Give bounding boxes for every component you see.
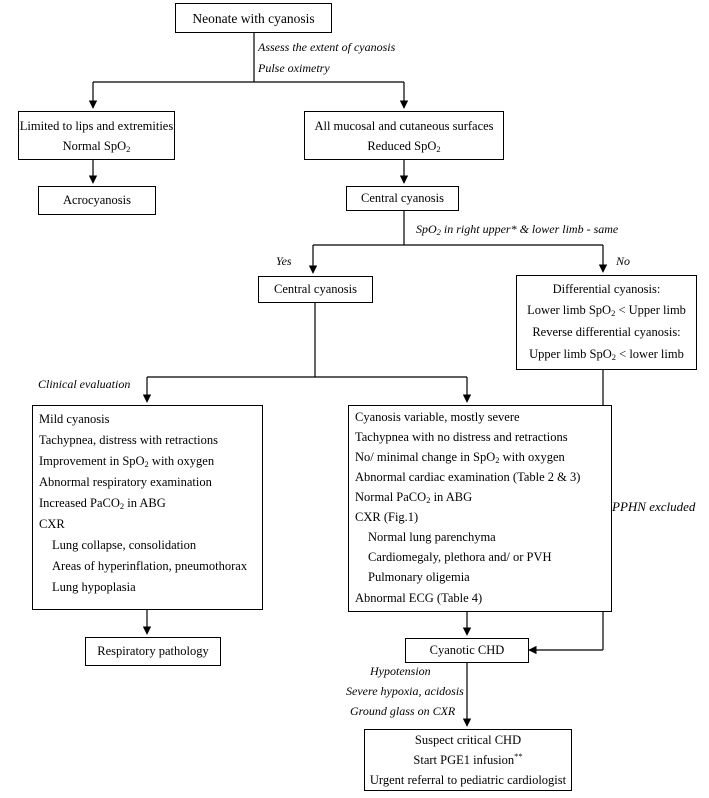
resp-feature-6: CXR (39, 517, 65, 531)
card-feature-10: Abnormal ECG (Table 4) (355, 591, 483, 605)
node-critical: Suspect critical CHD Start PGE1 infusion… (364, 729, 572, 791)
node-central2-text: Central cyanosis (274, 282, 357, 296)
node-acro-text: Acrocyanosis (62, 193, 132, 207)
node-limited-line-2: Normal SpO2 (62, 139, 131, 154)
node-resp-path: Respiratory pathology (85, 637, 221, 666)
node-cyanotic-chd-text: Cyanotic CHD (429, 643, 505, 657)
node-central2: Central cyanosis (258, 276, 373, 303)
card-feature-5: Normal PaCO2 in ABG (355, 490, 473, 505)
card-feature-4: Abnormal cardiac examination (Table 2 & … (355, 470, 581, 484)
resp-feature-1: Mild cyanosis (39, 412, 110, 426)
label-severe: Severe hypoxia, acidosis (346, 684, 464, 698)
card-feature-7: Normal lung parenchyma (368, 530, 496, 544)
node-critical-line-2: Start PGE1 infusion** (413, 751, 523, 767)
label-yes: Yes (276, 254, 292, 268)
node-limited-line-1: Limited to lips and extremities (19, 119, 174, 133)
card-feature-8: Cardiomegaly, plethora and/ or PVH (368, 550, 552, 564)
node-critical-line-3: Urgent referral to pediatric cardiologis… (369, 773, 567, 787)
node-differential-line-1: Differential cyanosis: (552, 282, 661, 296)
label-assess: Assess the extent of cyanosis (258, 40, 396, 54)
node-allmucosal: All mucosal and cutaneous surfaces Reduc… (304, 111, 504, 160)
card-feature-6: CXR (Fig.1) (355, 510, 419, 524)
node-allmucosal-line-1: All mucosal and cutaneous surfaces (314, 119, 494, 133)
card-feature-1: Cyanosis variable, mostly severe (355, 410, 520, 424)
node-differential-line-3: Reverse differential cyanosis: (532, 325, 681, 339)
resp-feature-5: Increased PaCO2 in ABG (39, 496, 166, 511)
node-limited: Limited to lips and extremities Normal S… (18, 111, 175, 160)
resp-feature-3: Improvement in SpO2 with oxygen (39, 454, 215, 469)
node-differential: Differential cyanosis: Lower limb SpO2 <… (516, 275, 697, 370)
card-feature-2: Tachypnea with no distress and retractio… (355, 430, 568, 444)
resp-feature-9: Lung hypoplasia (52, 580, 136, 594)
node-card-features: Cyanosis variable, mostly severe Tachypn… (348, 405, 612, 612)
label-pphn: PPHN excluded (612, 499, 696, 514)
card-feature-9: Pulmonary oligemia (368, 570, 470, 584)
node-neonate: Neonate with cyanosis (175, 3, 332, 33)
node-central1: Central cyanosis (346, 186, 459, 211)
node-critical-line-1: Suspect critical CHD (414, 733, 522, 747)
label-clinical: Clinical evaluation (38, 377, 131, 391)
node-differential-line-4: Upper limb SpO2 < lower limb (529, 347, 684, 362)
label-no: No (616, 254, 631, 268)
resp-feature-2: Tachypnea, distress with retractions (39, 433, 218, 447)
label-spo2-right: SpO2 in right upper* & lower limb - same (416, 222, 619, 237)
node-allmucosal-line-2: Reduced SpO2 (367, 139, 441, 154)
node-central1-text: Central cyanosis (361, 191, 444, 205)
label-hypotension: Hypotension (370, 664, 431, 678)
resp-feature-4: Abnormal respiratory examination (39, 475, 212, 489)
node-resp-features: Mild cyanosis Tachypnea, distress with r… (32, 405, 263, 610)
label-pulse: Pulse oximetry (258, 61, 330, 75)
card-feature-3: No/ minimal change in SpO2 with oxygen (355, 450, 565, 465)
node-cyanotic-chd: Cyanotic CHD (405, 638, 529, 663)
node-neonate-text: Neonate with cyanosis (192, 11, 315, 26)
resp-feature-7: Lung collapse, consolidation (52, 538, 197, 552)
node-acro: Acrocyanosis (38, 186, 156, 215)
node-resp-path-text: Respiratory pathology (97, 644, 209, 658)
resp-feature-8: Areas of hyperinflation, pneumothorax (52, 559, 248, 573)
label-ground: Ground glass on CXR (350, 704, 456, 718)
node-differential-line-2: Lower limb SpO2 < Upper limb (527, 303, 686, 318)
